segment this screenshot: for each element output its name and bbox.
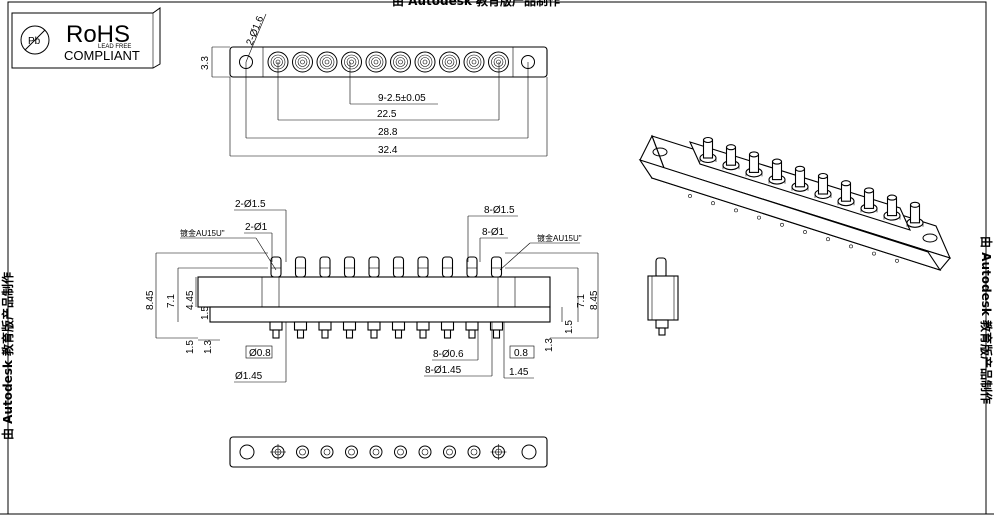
left-plating: 镀金AU15U" bbox=[180, 228, 225, 238]
watermark-left: 由 Autodesk 教育版产品制作 bbox=[0, 272, 15, 440]
iso-pin bbox=[826, 180, 855, 242]
top-pin bbox=[463, 51, 485, 73]
bottom-view-pins bbox=[270, 444, 507, 460]
front-pin bbox=[489, 256, 504, 339]
front-pin bbox=[367, 256, 381, 339]
front-pin bbox=[293, 256, 308, 339]
top-pin bbox=[316, 51, 338, 73]
left-d0-8: Ø0.8 bbox=[249, 348, 271, 359]
front-pin bbox=[440, 256, 455, 339]
front-view-pins bbox=[269, 256, 504, 339]
bottom-hole-left bbox=[239, 444, 255, 460]
bottom-pin bbox=[467, 445, 481, 459]
dim-28-8: 28.8 bbox=[378, 127, 398, 138]
bottom-pin bbox=[320, 445, 334, 459]
dim-right-8-45: 8.45 bbox=[589, 290, 600, 310]
iso-view-pins bbox=[688, 136, 924, 263]
iso-mount-hole-right bbox=[922, 233, 938, 243]
bottom-pin bbox=[369, 445, 383, 459]
dim-22-5: 22.5 bbox=[377, 109, 397, 120]
bottom-pin bbox=[345, 445, 358, 459]
iso-pin bbox=[688, 136, 717, 198]
bottom-hole-right bbox=[521, 444, 537, 460]
left-d1: 2-Ø1 bbox=[245, 222, 268, 233]
dim-pitch: 9-2.5±0.05 bbox=[378, 93, 426, 104]
right-1-45: 1.45 bbox=[509, 367, 529, 378]
front-pin bbox=[416, 256, 430, 339]
front-pin bbox=[269, 256, 283, 339]
dim-left-1-5a: 1.5 bbox=[200, 306, 211, 320]
side-view bbox=[647, 257, 679, 336]
iso-pin bbox=[895, 201, 924, 263]
isometric-view bbox=[638, 134, 951, 272]
top-pin bbox=[365, 51, 387, 73]
lead-free-icon bbox=[20, 25, 50, 55]
dim-left-1-3: 1.3 bbox=[203, 340, 214, 354]
right-d0-6: 8-Ø0.6 bbox=[433, 349, 464, 360]
bottom-pin bbox=[394, 445, 407, 459]
iso-pin bbox=[872, 194, 901, 256]
right-d1: 8-Ø1 bbox=[482, 227, 505, 238]
front-view: 8.45 7.1 4.45 1.5 1.5 1.3 2-Ø1.5 2-Ø1 镀金… bbox=[145, 199, 600, 383]
hole-note: 2-Ø1.6 bbox=[245, 14, 267, 47]
front-pin bbox=[391, 256, 406, 339]
top-pin bbox=[488, 51, 509, 73]
top-view: 9-2.5±0.05 22.5 28.8 32.4 3.3 2-Ø1.6 bbox=[200, 13, 548, 157]
iso-pin bbox=[734, 151, 763, 213]
iso-pin bbox=[711, 144, 740, 206]
right-d1-5: 8-Ø1.5 bbox=[484, 205, 515, 216]
dim-3-3: 3.3 bbox=[200, 56, 211, 70]
top-pin bbox=[292, 51, 313, 73]
top-pin bbox=[341, 51, 362, 73]
top-pin bbox=[414, 51, 436, 73]
iso-mount-hole-left bbox=[652, 147, 668, 157]
left-d1-5: 2-Ø1.5 bbox=[235, 199, 266, 210]
right-0-8: 0.8 bbox=[514, 348, 528, 359]
dim-right-1-3: 1.3 bbox=[544, 338, 555, 352]
bottom-pin bbox=[418, 445, 432, 459]
dim-right-7-1: 7.1 bbox=[576, 294, 587, 308]
rohs-small: LEAD FREE bbox=[98, 44, 131, 50]
dim-32-4: 32.4 bbox=[378, 145, 398, 156]
iso-pin bbox=[849, 187, 878, 249]
front-pin bbox=[342, 256, 357, 339]
dim-left-4-45: 4.45 bbox=[185, 290, 196, 310]
front-pin bbox=[318, 256, 332, 339]
bottom-pin bbox=[296, 445, 309, 459]
rohs-logo-letter: Pb bbox=[28, 36, 41, 47]
iso-pin bbox=[803, 172, 832, 234]
right-plating: 镀金AU15U" bbox=[537, 233, 582, 243]
watermark-top: 由 Autodesk 教育版产品制作 bbox=[392, 0, 560, 8]
top-view-pins bbox=[267, 51, 509, 73]
dim-left-7-1: 7.1 bbox=[166, 294, 177, 308]
bottom-pin bbox=[270, 444, 286, 460]
watermark-right: 由 Autodesk 教育版产品制作 bbox=[979, 236, 994, 404]
rohs-badge: Pb RoHS LEAD FREE COMPLIANT bbox=[11, 7, 161, 69]
iso-pin bbox=[780, 165, 809, 227]
dim-left-8-45: 8.45 bbox=[145, 290, 156, 310]
bottom-pin bbox=[490, 444, 507, 460]
front-pin bbox=[465, 256, 479, 339]
dim-left-1-5b: 1.5 bbox=[185, 340, 196, 354]
bottom-pin bbox=[443, 445, 456, 459]
iso-pin bbox=[757, 158, 786, 220]
bottom-view bbox=[229, 436, 548, 468]
left-d1-45: Ø1.45 bbox=[235, 371, 263, 382]
rohs-subtitle: COMPLIANT bbox=[64, 48, 140, 63]
right-d1-45: 8-Ø1.45 bbox=[425, 365, 462, 376]
top-pin bbox=[390, 51, 411, 73]
top-pin bbox=[439, 51, 460, 73]
rohs-title: RoHS bbox=[66, 21, 130, 48]
dim-right-1-5: 1.5 bbox=[564, 320, 575, 334]
